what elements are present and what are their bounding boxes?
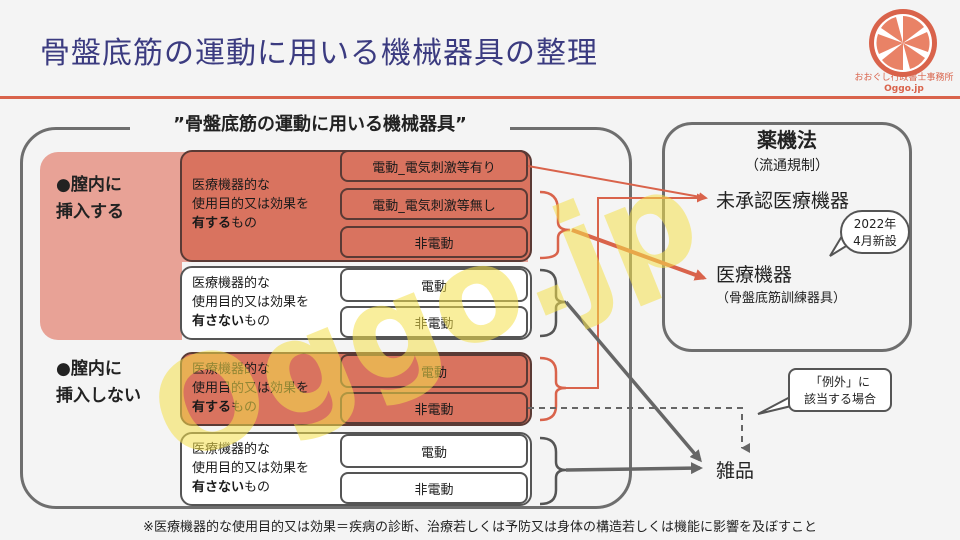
title-underline [0,96,960,99]
footnote: ※医療機器的な使用目的又は効果＝疾病の診断、治療若しくは予防又は身体の構造若しく… [143,520,817,535]
bubble-new-line2: 4月新設 [853,234,897,248]
purpose-line1: 医療機器的な [192,442,271,457]
bubble-new-2022: 2022年 4月新設 [840,210,910,254]
yakki-subtitle: （流通規制） [745,158,829,174]
group-insert-no-purpose-text: 医療機器的な 使用目的又は効果を 有さないもの [192,274,309,331]
purpose-suffix: もの [231,400,258,415]
bubble-exception-line2: 該当する場合 [803,392,876,406]
bubble-exception: 「例外」に 該当する場合 [788,368,892,412]
logo-icon [869,9,937,77]
bracket-noinsert-purpose [539,356,567,422]
no-insert-label-line2: 挿入しない [56,386,141,406]
bracket-noinsert-nopurpose [539,436,567,506]
bubble-new-line1: 2022年 [853,217,897,231]
purpose-line2: 使用目的又は効果を [192,295,310,310]
medical-device-sublabel: （骨盤底筋訓練器具） [716,291,847,306]
group-noinsert-has-purpose-text: 医療機器的な 使用目的又は効果を 有するもの [192,360,309,417]
bracket-insert-lower [539,190,571,260]
page-title: 骨盤底筋の運動に用いる機械器具の整理 [40,36,598,71]
purpose-has: 有する [192,216,232,231]
insert-label-line1: ●膣内に [56,175,122,195]
yakki-frame [662,122,912,352]
no-insert-label-line1: ●膣内に [56,359,122,379]
insert-highlight [40,152,182,340]
yakki-heading: 薬機法 （流通規制） [662,122,912,175]
purpose-line3: 有さないもの [192,312,309,331]
arrow-noinsert-nopurpose-to-misc [565,462,703,475]
arrow-exception-dashed [528,407,750,453]
item-insert-nopurpose-electric: 電動 [340,268,528,302]
item-noinsert-purpose-electric: 電動 [340,354,528,388]
group-noinsert-no-purpose-text: 医療機器的な 使用目的又は効果を 有さないもの [192,440,309,497]
purpose-line1: 医療機器的な [192,362,271,377]
logo-name: おおぐし行政書士事務所 [854,73,954,83]
item-stim-yes: 電動_電気刺激等有り [340,150,528,182]
item-stim-no: 電動_電気刺激等無し [340,188,528,220]
item-noinsert-nopurpose-nonelectric: 非電動 [340,472,528,504]
purpose-line2: 使用目的又は効果を [192,197,310,212]
purpose-line1: 医療機器的な [192,276,271,291]
arrow-to-medical-device [571,228,707,281]
purpose-suffix: もの [231,216,258,231]
arrow-insert-nopurpose-to-misc [564,300,702,463]
arrow-stim-to-unapproved [527,165,708,202]
medical-device-label: 医療機器 [716,264,793,286]
yakki-title: 薬機法 [757,128,817,152]
unapproved-device-label: 未承認医療機器 [716,190,850,212]
item-noinsert-nopurpose-electric: 電動 [340,434,528,468]
purpose-has-not: 有さない [192,314,245,329]
item-insert-nopurpose-nonelectric: 非電動 [340,306,528,338]
no-insert-label: ●膣内に 挿入しない [56,356,141,410]
insert-label-line2: 挿入する [56,202,124,222]
purpose-line3: 有するもの [192,398,309,417]
purpose-suffix: もの [244,314,271,329]
logo-caption: おおぐし行政書士事務所 Oggo.jp [834,73,960,95]
device-category-label: ”骨盤底筋の運動に用いる機械器具” [130,110,510,136]
item-insert-nonelectric: 非電動 [340,226,528,258]
purpose-has-not: 有さない [192,480,245,495]
logo-url: Oggo.jp [884,84,924,94]
item-noinsert-purpose-nonelectric: 非電動 [340,392,528,424]
purpose-line2: 使用目的又は効果を [192,461,310,476]
misc-goods-label: 雑品 [716,460,755,482]
watermark-text: Oggo.jp [130,138,718,494]
group-insert-has-purpose-text: 医療機器的な 使用目的又は効果を 有するもの [192,176,309,233]
purpose-line2: 使用目的又は効果を [192,381,310,396]
purpose-suffix: もの [244,480,271,495]
purpose-line3: 有するもの [192,214,309,233]
purpose-line3: 有さないもの [192,478,309,497]
bubble-exception-line1: 「例外」に [809,375,870,389]
purpose-has: 有する [192,400,232,415]
purpose-line1: 医療機器的な [192,178,271,193]
insert-label: ●膣内に 挿入する [56,172,124,226]
arrow-noinsert-to-unapproved [566,193,706,389]
